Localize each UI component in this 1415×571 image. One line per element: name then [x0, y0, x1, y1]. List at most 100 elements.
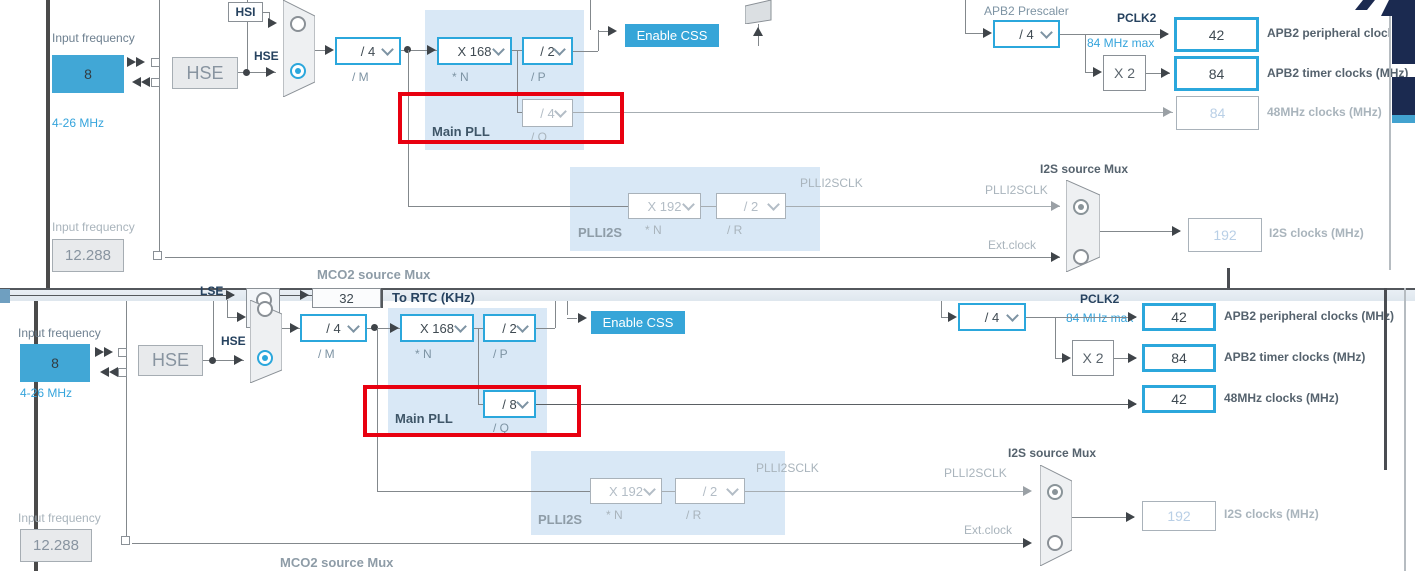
wire-junction — [209, 357, 216, 364]
plli2sclk-radio[interactable] — [1047, 484, 1063, 500]
hsi-box: HSI — [228, 2, 263, 22]
enable-css-button[interactable]: Enable CSS — [625, 24, 719, 47]
pll-div-m-dropdown[interactable]: / 4 — [300, 314, 367, 342]
i2s-clock-field[interactable]: 192 — [1188, 218, 1262, 252]
ext-clock-radio[interactable] — [1047, 535, 1063, 551]
apb2-timer-clock-field[interactable]: 84 — [1142, 344, 1216, 372]
clk48-field[interactable]: 84 — [1176, 96, 1259, 130]
apb2-prescaler-dropdown[interactable]: / 4 — [993, 20, 1060, 48]
hse-radio[interactable] — [257, 350, 273, 366]
pll-div-p-dropdown[interactable]: / 2 — [483, 314, 536, 342]
x2-multiplier-box: X 2 — [1103, 55, 1146, 91]
plli2s-div-r-label: / R — [686, 508, 702, 522]
plli2s-div-r-value: / 2 — [743, 198, 759, 214]
i2s-clock-value: 192 — [1167, 508, 1191, 524]
wire-junction — [371, 324, 378, 331]
pll-div-q-dropdown[interactable]: / 4 — [522, 99, 573, 127]
wire — [567, 301, 568, 315]
brand-logo-fragment — [1392, 8, 1415, 64]
clk48-field[interactable]: 42 — [1142, 385, 1216, 413]
highlight-rectangle — [363, 385, 581, 437]
arrow-icon — [1128, 312, 1142, 322]
divider — [381, 288, 383, 308]
pll-div-p-value: / 2 — [540, 43, 555, 59]
apb2-timer-clock-field[interactable]: 84 — [1174, 56, 1259, 91]
wire — [536, 328, 555, 329]
apb2-peripheral-clock-field[interactable]: 42 — [1142, 303, 1216, 331]
hse-input-frequency-value: 8 — [84, 66, 92, 82]
pll-div-m-label: / M — [352, 70, 369, 84]
ext-clock-label: Ext.clock — [988, 238, 1037, 252]
wire — [941, 301, 942, 317]
arrow-icon — [95, 367, 109, 377]
arrow-icon — [1051, 252, 1065, 262]
enable-css-button[interactable]: Enable CSS — [591, 311, 685, 334]
lse-label: LSE — [200, 284, 224, 298]
hse-mux-label: HSE — [221, 334, 246, 348]
wire — [478, 328, 479, 404]
wire — [165, 257, 1060, 258]
hsi-radio[interactable] — [257, 301, 273, 317]
apb2-timer-clock-label: APB2 timer clocks (MHz) — [1267, 66, 1409, 80]
wire-port — [118, 348, 127, 357]
plli2sclk-radio[interactable] — [1073, 199, 1089, 215]
apb2-prescaler-value: / 4 — [984, 309, 1000, 325]
pll-div-q-value: / 4 — [540, 105, 555, 121]
arrow-icon — [1160, 29, 1174, 39]
input-frequency-label: Input frequency — [52, 31, 135, 45]
plli2s-mul-n-dropdown[interactable]: X 192 — [628, 193, 701, 219]
plli2sclk-wire-label: PLLI2SCLK — [800, 176, 863, 190]
apb2-timer-clock-label: APB2 timer clocks (MHz) — [1224, 350, 1366, 364]
apb2-prescaler-dropdown[interactable]: / 4 — [958, 303, 1026, 331]
i2s-source-mux-title: I2S source Mux — [1040, 162, 1129, 176]
brand-accent-strip — [1392, 115, 1415, 123]
plli2s-div-r-dropdown[interactable]: / 2 — [716, 193, 786, 219]
pll-mul-n-dropdown[interactable]: X 168 — [437, 37, 512, 65]
plli2s-mul-n-dropdown[interactable]: X 192 — [590, 478, 662, 504]
x2-multiplier-box: X 2 — [1072, 340, 1114, 376]
plli2sclk-mux-label: PLLI2SCLK — [944, 466, 1007, 480]
rtc-label: To RTC (KHz) — [392, 290, 475, 305]
x2-label: X 2 — [1082, 350, 1104, 366]
hse-input-frequency-field[interactable]: 8 — [20, 344, 90, 382]
plli2sclk-mux-label: PLLI2SCLK — [985, 183, 1048, 197]
arrow-icon — [390, 323, 404, 333]
wire — [377, 491, 590, 492]
wire — [227, 317, 239, 318]
hse-input-frequency-field[interactable]: 8 — [52, 55, 124, 93]
pclk2-label: PCLK2 — [1117, 11, 1157, 25]
apb2-timer-clock-value: 84 — [1208, 65, 1225, 82]
hse-radio[interactable] — [290, 63, 306, 79]
wire — [408, 50, 409, 207]
rtc-divider-box: 32 — [312, 288, 381, 308]
window-right-border — [1404, 288, 1406, 571]
plli2s-title: PLLI2S — [538, 512, 583, 527]
i2s-clock-field[interactable]: 192 — [1142, 501, 1216, 531]
apb2-peripheral-clock-field[interactable]: 42 — [1174, 17, 1259, 52]
hse-mux-label: HSE — [254, 49, 279, 63]
wire — [965, 33, 985, 34]
main-pll-title: Main PLL — [395, 411, 453, 426]
plli2s-div-r-dropdown[interactable]: / 2 — [675, 478, 745, 504]
ext-clock-radio[interactable] — [1073, 249, 1089, 265]
wire — [367, 328, 400, 329]
pll-mul-n-dropdown[interactable]: X 168 — [400, 314, 474, 342]
wire — [573, 51, 598, 52]
chevron-down-icon — [1006, 309, 1019, 322]
pll-div-m-dropdown[interactable]: / 4 — [335, 37, 401, 65]
brand-logo-fragment — [1392, 77, 1415, 115]
wire-port — [118, 368, 127, 377]
i2s-source-mux-title: I2S source Mux — [1008, 446, 1097, 460]
hsi-radio[interactable] — [290, 16, 306, 32]
chevron-down-icon — [347, 320, 360, 333]
pll-div-p-dropdown[interactable]: / 2 — [522, 37, 573, 65]
plli2s-mul-n-label: * N — [606, 508, 623, 522]
pll-div-p-label: / P — [531, 70, 546, 84]
arrow-icon — [234, 355, 248, 365]
wire — [745, 491, 1030, 492]
apb2-peripheral-clock-label: APB2 peripheral clocks ( — [1267, 26, 1389, 40]
chevron-down-icon — [726, 483, 739, 496]
wire — [598, 30, 599, 51]
pll-div-q-dropdown[interactable]: / 8 — [483, 390, 536, 418]
